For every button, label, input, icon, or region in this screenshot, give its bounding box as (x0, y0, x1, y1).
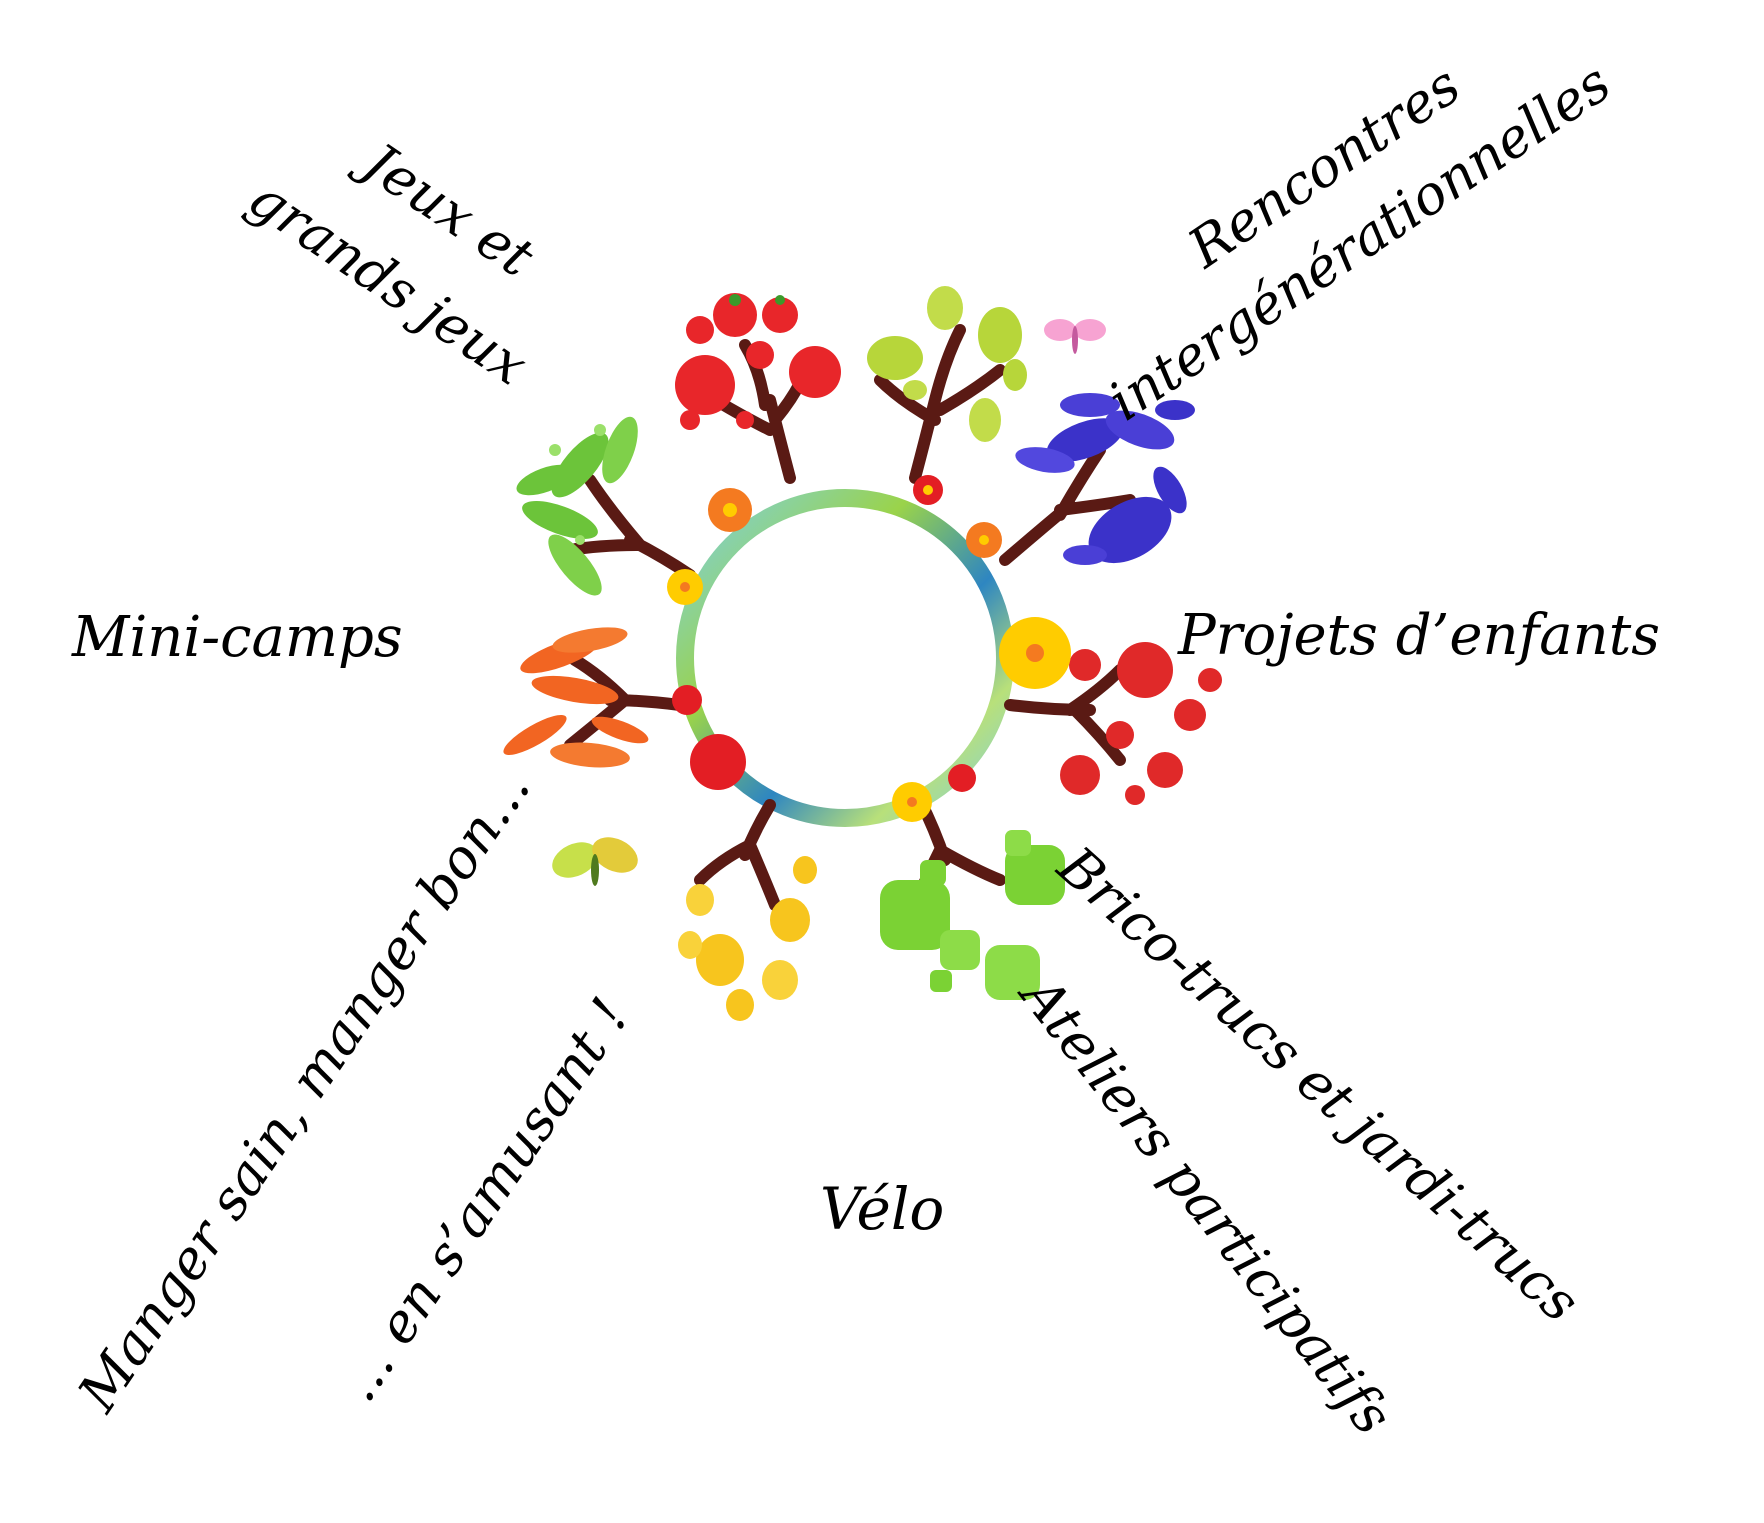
label-projets: Projets d’enfants (1178, 603, 1660, 668)
pear-tree-icon (867, 286, 1027, 484)
pepper-tree-icon (1004, 642, 1222, 805)
flower-icon (672, 685, 702, 715)
pea-pod-tree-icon (516, 416, 696, 596)
flower-icon (999, 617, 1071, 689)
carrot-tree-icon (503, 627, 686, 768)
apple-tree-icon (880, 794, 1065, 1000)
flower-icon (892, 782, 932, 822)
flower-icon (966, 522, 1002, 558)
flower-icon (667, 569, 703, 605)
flower-icon (913, 475, 943, 505)
green-butterfly-icon (552, 837, 638, 886)
flower-icon (690, 734, 746, 790)
label-minicamps: Mini-camps (72, 605, 403, 670)
flower-icon (708, 488, 752, 532)
tomato-tree-icon (675, 293, 841, 484)
eggplant-tree-icon (999, 393, 1195, 566)
pink-butterfly-icon (1044, 319, 1106, 354)
yellow-pepper-tree-icon (678, 799, 817, 1021)
flower-icon (948, 764, 976, 792)
label-velo: Vélo (820, 1175, 945, 1243)
